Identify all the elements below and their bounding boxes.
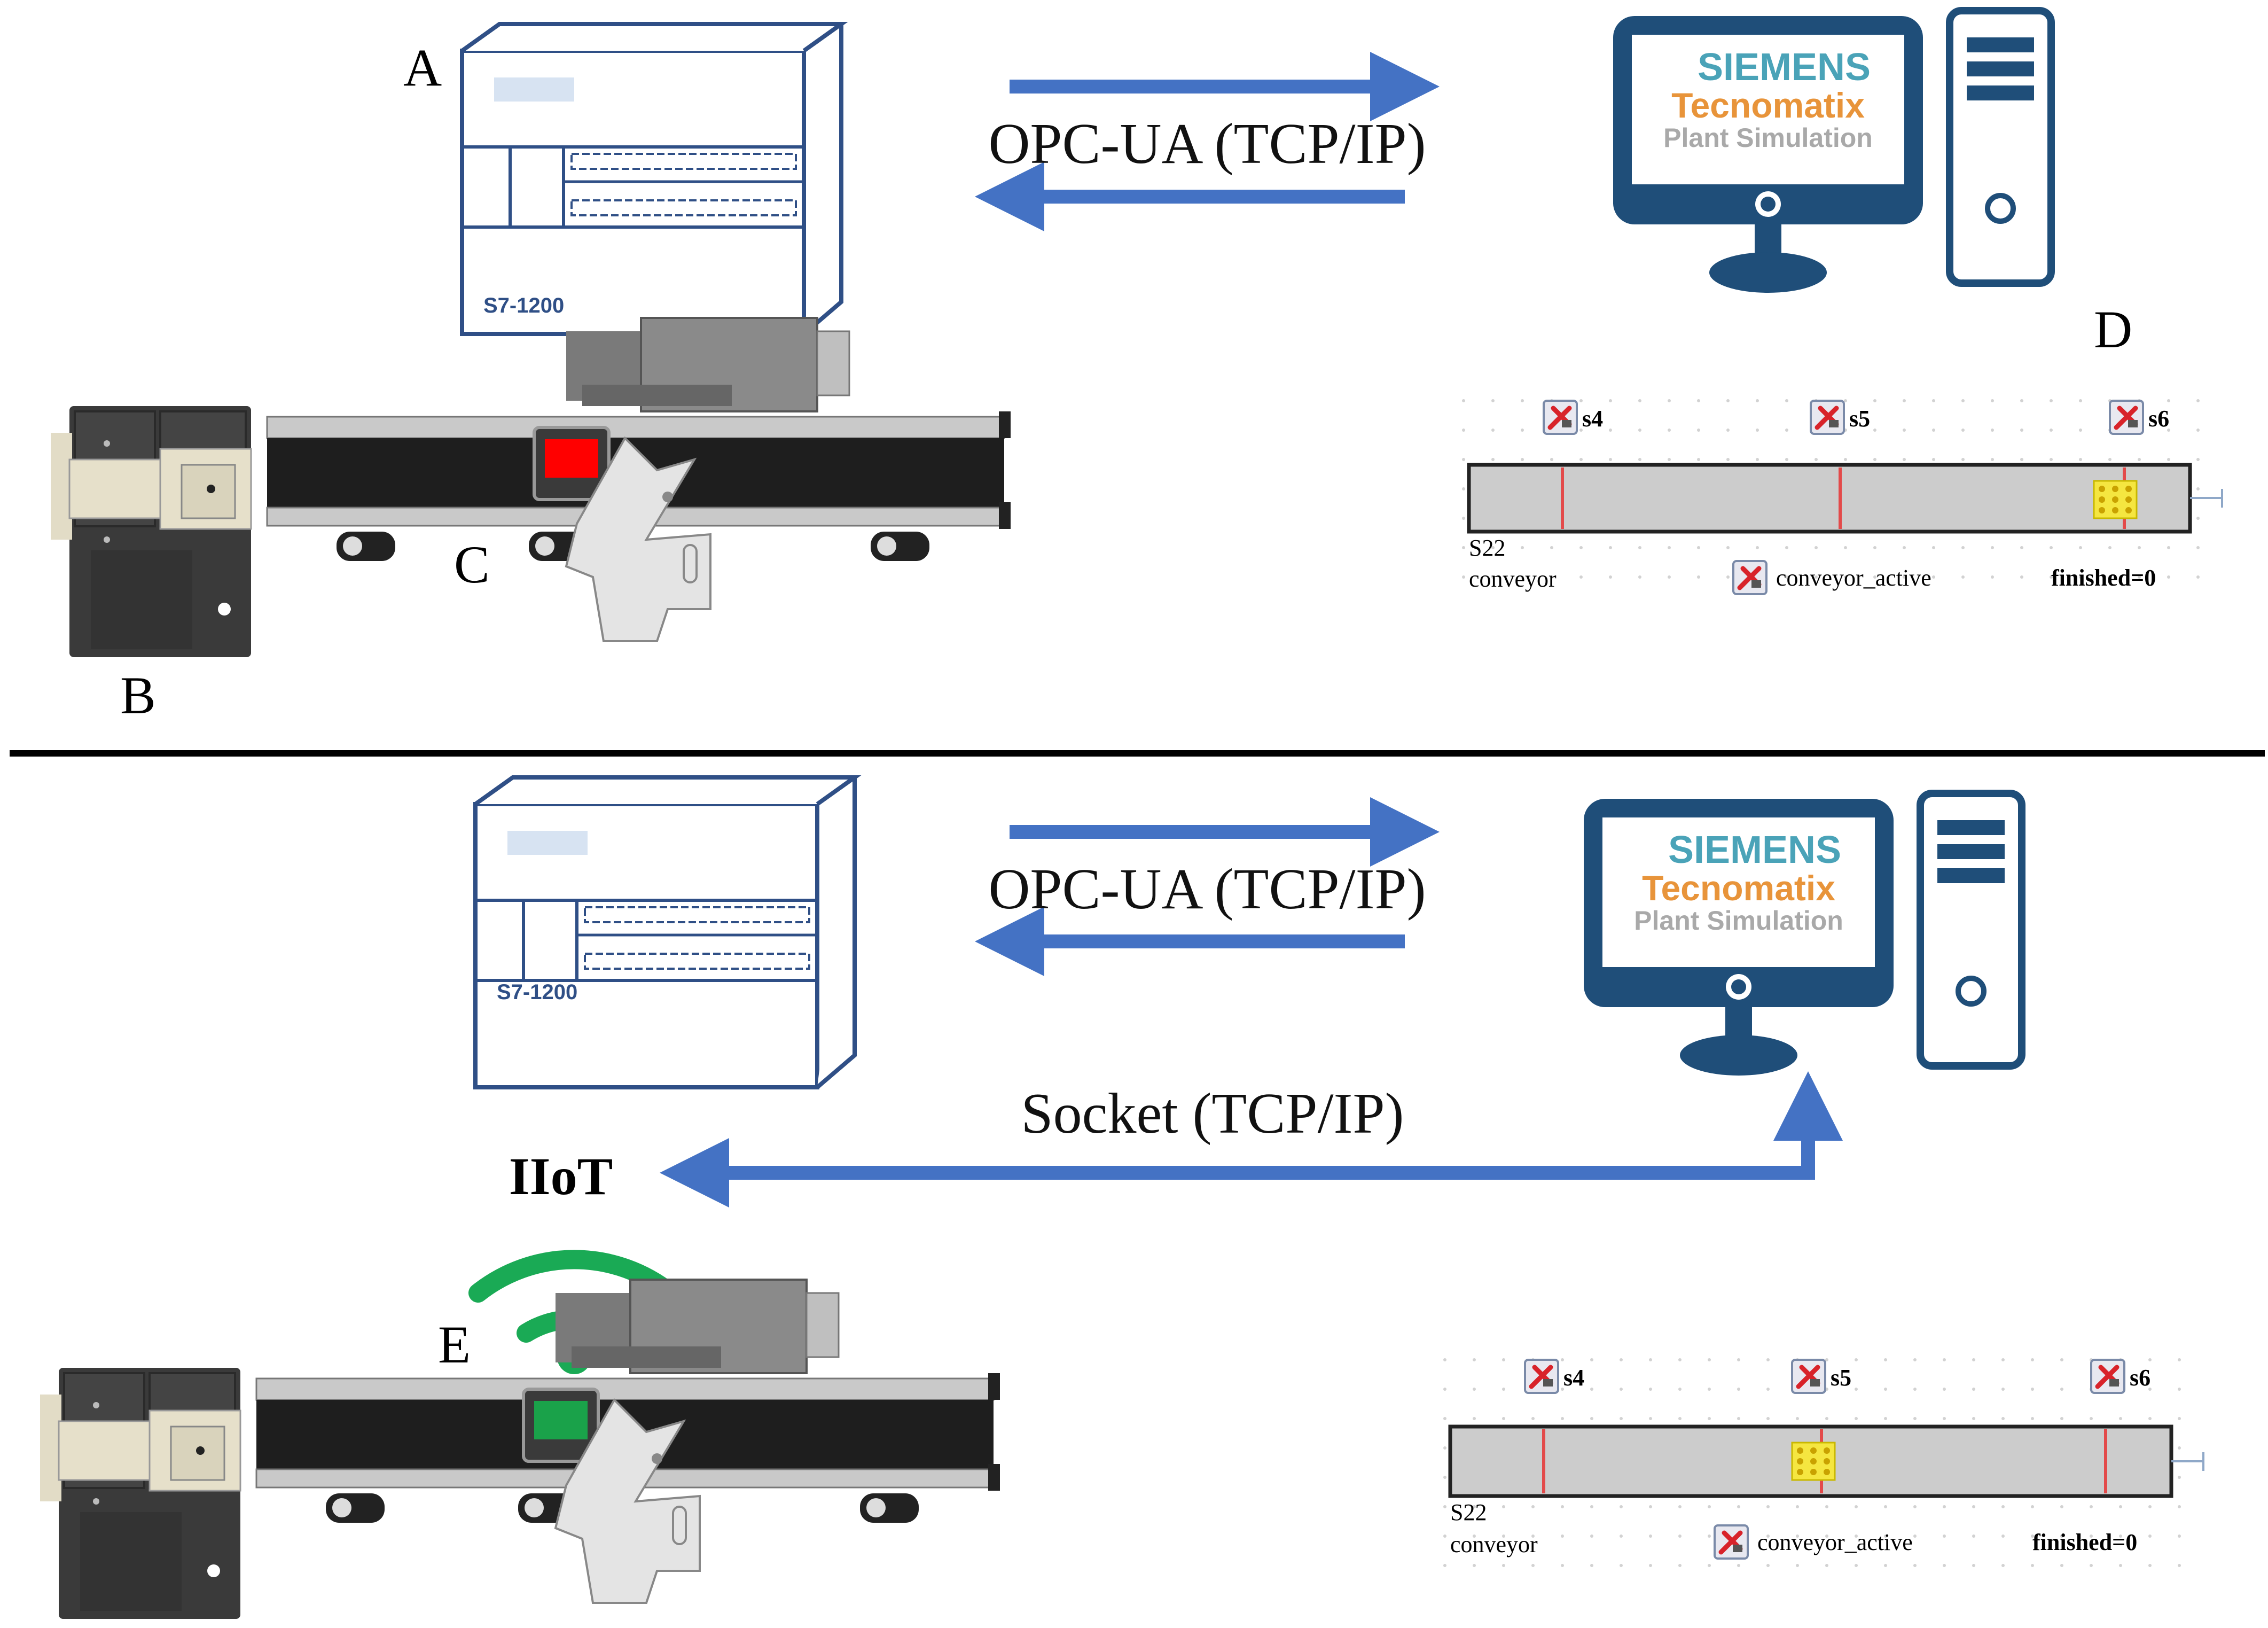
sim-conveyor-name: conveyor <box>1450 1531 1538 1557</box>
label-c: C <box>454 535 490 594</box>
sensor-s4-label: s4 <box>1582 406 1603 432</box>
label-a: A <box>403 38 442 97</box>
sensor-icon <box>1544 401 1577 434</box>
conveyor-active-method: conveyor_active <box>1715 1525 1913 1559</box>
siemens-brand: SIEMENS <box>1668 829 1841 871</box>
plant-simulation-subtitle: Plant Simulation <box>1663 123 1873 153</box>
sensor-icon <box>2110 401 2143 434</box>
opc-ua-label: OPC-UA (TCP/IP) <box>988 858 1426 921</box>
physical-conveyor <box>51 318 1011 657</box>
sensor-icon <box>1811 401 1844 434</box>
iiot-label: IIoT <box>509 1147 613 1206</box>
sensor-s6: s6 <box>2110 401 2169 434</box>
simulation-view: s4 s5 s6 S22 conveyor <box>1467 401 2223 594</box>
plc-model-label: S7-1200 <box>483 294 564 317</box>
opc-ua-arrows: OPC-UA (TCP/IP) <box>975 797 1440 976</box>
finished-variable: finished=0 <box>2032 1529 2137 1555</box>
pc-workstation: SIEMENS Tecnomatix Plant Simulation <box>1584 793 2022 1076</box>
status-indicator-green <box>534 1401 588 1439</box>
sim-conveyor-name: conveyor <box>1469 566 1557 592</box>
method-icon <box>1715 1525 1748 1559</box>
sensor-s5-label: s5 <box>1831 1365 1851 1391</box>
top-section: A S7-1200 OPC-UA (TCP/IP) SIEMENS Tecnom… <box>51 11 2223 725</box>
sensor-s4-label: s4 <box>1563 1365 1584 1391</box>
sensor-s4: s4 <box>1544 401 1603 434</box>
conveyor-active-method: conveyor_active <box>1733 561 1931 594</box>
siemens-brand: SIEMENS <box>1698 46 1871 89</box>
sensor-s5-label: s5 <box>1849 406 1870 432</box>
label-e: E <box>438 1315 471 1374</box>
conveyor-active-label: conveyor_active <box>1776 565 1931 591</box>
opc-ua-arrows: OPC-UA (TCP/IP) <box>975 52 1440 231</box>
socket-arrow <box>660 1071 1843 1208</box>
simulation-view: s4 s5 s6 S22 conveyor <box>1448 1360 2204 1559</box>
sim-conveyor-id: S22 <box>1469 535 1505 561</box>
label-b: B <box>120 666 156 725</box>
physical-conveyor <box>40 1280 1000 1619</box>
sim-part <box>1791 1442 1836 1481</box>
sensor-icon <box>1792 1360 1825 1393</box>
socket-label: Socket (TCP/IP) <box>1021 1082 1404 1146</box>
bottom-section: S7-1200 OPC-UA (TCP/IP) SIEMENS Tecnomat… <box>40 777 2204 1619</box>
sensor-icon <box>2091 1360 2124 1393</box>
label-d: D <box>2094 300 2132 359</box>
socket-connection: Socket (TCP/IP) <box>660 1071 1843 1208</box>
sim-part <box>2093 480 2138 519</box>
plant-simulation-subtitle: Plant Simulation <box>1634 906 1843 936</box>
opc-ua-label: OPC-UA (TCP/IP) <box>988 112 1426 176</box>
method-icon <box>1733 561 1766 594</box>
finished-variable: finished=0 <box>2051 565 2156 591</box>
plc-device: S7-1200 <box>462 24 841 334</box>
sensor-s6-label: s6 <box>2130 1365 2150 1391</box>
sim-conveyor-bar <box>1467 463 2192 534</box>
sensor-s5: s5 <box>1792 1360 1851 1393</box>
tecnomatix-product: Tecnomatix <box>1671 85 1865 125</box>
status-indicator-red <box>545 439 598 478</box>
pc-workstation: SIEMENS Tecnomatix Plant Simulation <box>1613 11 2051 293</box>
sensor-s4: s4 <box>1525 1360 1584 1393</box>
sensor-icon <box>1525 1360 1558 1393</box>
conveyor-active-label: conveyor_active <box>1757 1529 1913 1555</box>
sensor-s5: s5 <box>1811 401 1870 434</box>
sim-conveyor-id: S22 <box>1450 1499 1487 1525</box>
sensor-s6-label: s6 <box>2148 406 2169 432</box>
plc-device: S7-1200 <box>475 777 855 1087</box>
plc-model-label: S7-1200 <box>497 980 577 1004</box>
tecnomatix-product: Tecnomatix <box>1642 868 1835 908</box>
sensor-s6: s6 <box>2091 1360 2150 1393</box>
